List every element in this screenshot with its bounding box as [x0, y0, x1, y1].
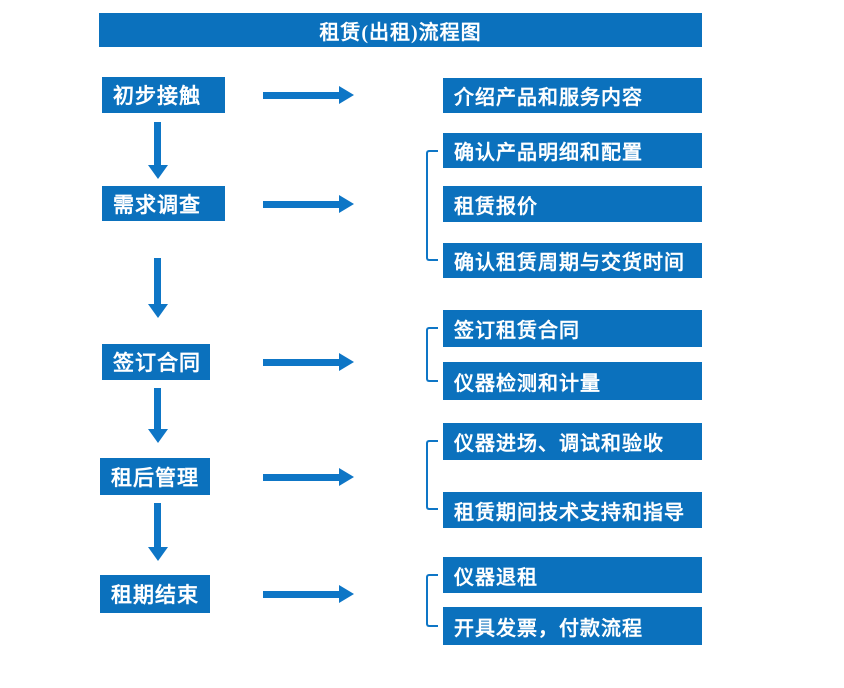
stage-box-demand-survey: 需求调查 — [102, 186, 225, 221]
down-arrow-icon — [147, 388, 168, 443]
down-arrow-icon — [147, 258, 168, 318]
stage-box-post-rental-management: 租后管理 — [100, 458, 210, 495]
stage-box-sign-contract: 签订合同 — [102, 344, 210, 380]
detail-box-sign-rental-contract: 签订租赁合同 — [443, 310, 702, 347]
detail-box-instrument-entry-debug-acceptance: 仪器进场、调试和验收 — [443, 423, 702, 460]
detail-box-instrument-return: 仪器退租 — [443, 557, 702, 593]
detail-box-invoice-payment-process: 开具发票，付款流程 — [443, 607, 702, 645]
detail-box-rental-quotation: 租赁报价 — [443, 186, 702, 222]
right-arrow-icon — [263, 195, 354, 213]
detail-box-confirm-period-delivery: 确认租赁周期与交货时间 — [443, 243, 702, 278]
down-arrow-icon — [147, 122, 168, 179]
flowchart-title: 租赁(出租)流程图 — [99, 13, 702, 47]
right-arrow-icon — [263, 468, 354, 486]
group-bracket — [426, 574, 438, 627]
detail-box-instrument-testing-metering: 仪器检测和计量 — [443, 362, 702, 400]
right-arrow-icon — [263, 585, 354, 603]
down-arrow-icon — [147, 503, 168, 561]
stage-box-rental-end: 租期结束 — [100, 575, 210, 613]
detail-box-tech-support-guidance: 租赁期间技术支持和指导 — [443, 492, 702, 528]
stage-box-initial-contact: 初步接触 — [102, 77, 225, 113]
group-bracket — [426, 327, 438, 382]
detail-box-introduce-products-services: 介绍产品和服务内容 — [443, 78, 702, 113]
right-arrow-icon — [263, 86, 354, 104]
group-bracket — [426, 440, 438, 510]
right-arrow-icon — [263, 353, 354, 371]
detail-box-confirm-product-details-config: 确认产品明细和配置 — [443, 133, 702, 168]
group-bracket — [426, 150, 438, 261]
